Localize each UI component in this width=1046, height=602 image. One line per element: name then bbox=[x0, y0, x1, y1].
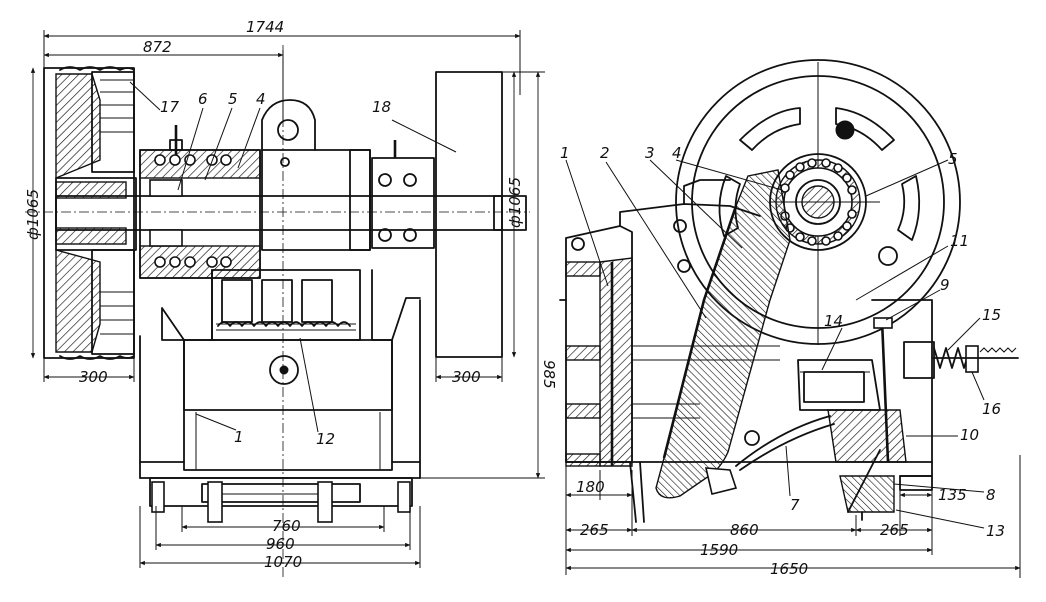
dim-pulley-diameter-label: ф1065 bbox=[24, 189, 42, 240]
tension-spring bbox=[903, 341, 1019, 379]
fixed-jaw bbox=[599, 257, 645, 523]
callout-9: 9 bbox=[940, 276, 950, 294]
callouts-front: 17 6 5 4 18 1 12 bbox=[129, 81, 457, 448]
base-plate bbox=[149, 477, 413, 523]
dim-overall-width bbox=[43, 30, 521, 95]
callout-11: 11 bbox=[950, 232, 969, 250]
flywheel bbox=[435, 71, 503, 358]
front-view: 1744 872 ф1065 bbox=[24, 18, 558, 580]
swing-jaw bbox=[655, 169, 898, 499]
dim-flywheel-width-label: 300 bbox=[452, 368, 481, 386]
callout-15: 15 bbox=[982, 306, 1001, 324]
callout-2: 2 bbox=[600, 144, 610, 162]
dim-1650-label: 1650 bbox=[770, 560, 808, 578]
callout-8: 8 bbox=[986, 486, 996, 504]
callout-12: 12 bbox=[316, 430, 335, 448]
callout-1-side: 1 bbox=[560, 144, 570, 162]
callout-1-front: 1 bbox=[234, 428, 244, 446]
callout-7: 7 bbox=[790, 496, 800, 514]
callout-6: 6 bbox=[198, 90, 208, 108]
dim-height-label: 985 bbox=[540, 360, 558, 389]
callout-17: 17 bbox=[160, 98, 180, 116]
callout-5-side: 5 bbox=[948, 150, 958, 168]
callout-14: 14 bbox=[824, 312, 843, 330]
callout-16: 16 bbox=[982, 400, 1001, 418]
frame-top bbox=[261, 99, 371, 251]
dim-860-label: 860 bbox=[730, 521, 759, 539]
dim-1590-label: 1590 bbox=[700, 541, 738, 559]
dim-180-label: 180 bbox=[576, 478, 605, 496]
dim-760-label: 760 bbox=[272, 517, 301, 535]
callouts-side: 1 2 3 4 5 11 9 15 14 16 10 8 7 bbox=[560, 144, 1005, 540]
callout-4: 4 bbox=[256, 90, 266, 108]
callout-4-side: 4 bbox=[672, 144, 682, 162]
dim-1744-label: 1744 bbox=[246, 18, 284, 36]
callout-18: 18 bbox=[372, 98, 391, 116]
swing-jaw-block bbox=[211, 269, 361, 341]
bearing-housing-left bbox=[139, 125, 261, 279]
toggle-mechanism bbox=[735, 317, 907, 471]
frame-body bbox=[139, 269, 421, 479]
dim-1070-label: 1070 bbox=[264, 553, 302, 571]
callout-5: 5 bbox=[228, 90, 238, 108]
drive-pulley bbox=[43, 66, 137, 360]
callout-3: 3 bbox=[645, 144, 655, 162]
side-flywheel bbox=[675, 59, 961, 345]
side-section-view: 180 135 265 860 265 1590 1650 1 2 3 4 bbox=[559, 59, 1021, 578]
callout-13: 13 bbox=[986, 522, 1005, 540]
dim-960-label: 960 bbox=[266, 535, 295, 553]
main-shaft bbox=[55, 195, 527, 231]
dim-pulley-width-label: 300 bbox=[79, 368, 108, 386]
dim-265-left-label: 265 bbox=[580, 521, 609, 539]
bearing-housing-right bbox=[371, 140, 435, 249]
eccentric-bearing bbox=[769, 153, 880, 251]
dim-265-right-label: 265 bbox=[880, 521, 909, 539]
dim-872-label: 872 bbox=[143, 38, 172, 56]
adjust-wedge bbox=[839, 449, 933, 521]
dim-flywheel-diameter-label: ф1065 bbox=[506, 177, 524, 228]
dim-135-label: 135 bbox=[938, 486, 967, 504]
callout-10: 10 bbox=[960, 426, 979, 444]
